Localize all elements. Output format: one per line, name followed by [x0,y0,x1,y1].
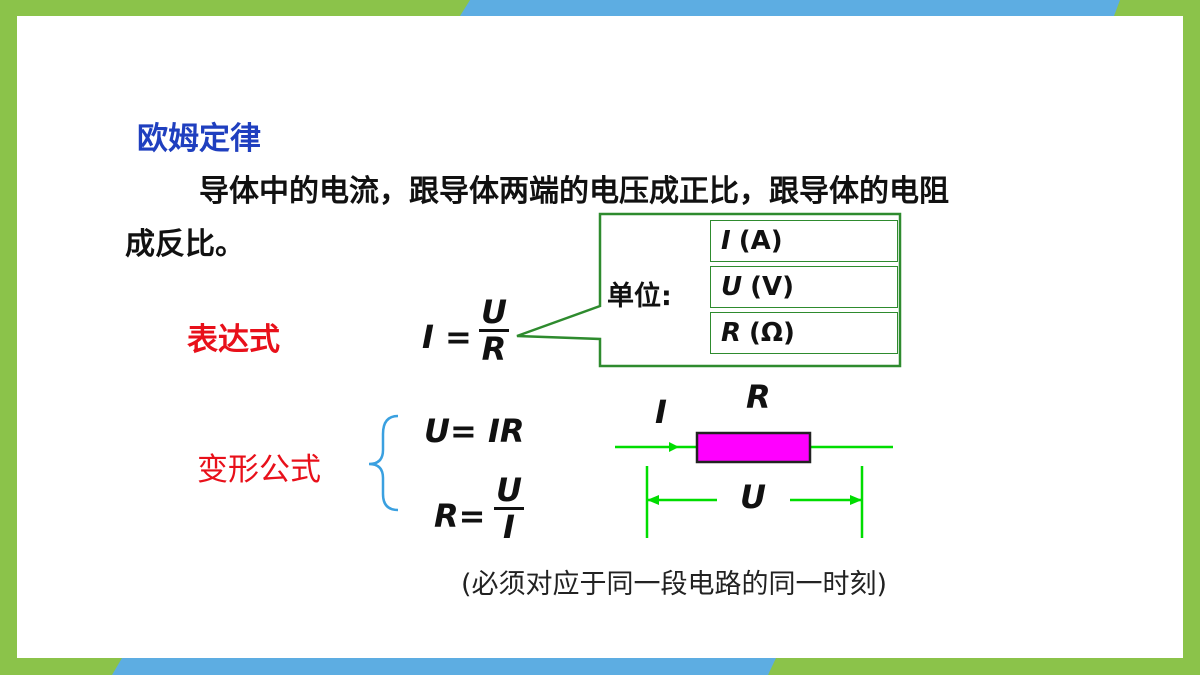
law-statement-line2: 成反比。 [125,227,245,262]
fraction-bar [494,507,524,510]
deformation-label: 变形公式 [197,452,321,488]
units-callout-box [516,212,902,368]
law-statement-line1: 导体中的电流，跟导体两端的电压成正比，跟导体的电阻 [199,174,949,209]
deformation-fraction: U I [494,474,524,543]
formula-numerator: U [481,293,507,331]
deformation-formula-2-lhs: R= [434,497,486,535]
formula-lhs: I = [422,318,472,356]
current-arrow [669,442,679,452]
resistor [695,431,812,464]
usage-note: (必须对应于同一段电路的同一时刻) [461,569,888,600]
slide-canvas: 欧姆定律 导体中的电流，跟导体两端的电压成正比，跟导体的电阻 成反比。 表达式 … [17,16,1183,658]
deformation-numerator: U [496,471,522,509]
unit-row-current: I (A) [710,220,898,262]
slide-title: 欧姆定律 [137,121,261,157]
expression-label: 表达式 [187,322,280,358]
unit-value: (V) [750,272,795,302]
voltage-arrow-right [850,495,862,505]
unit-symbol: R [721,318,742,348]
units-label: 单位: [607,281,672,312]
curly-bracket [368,414,399,512]
formula-denominator: R [481,330,507,368]
unit-symbol: U [721,272,743,302]
top-blue-stripe [460,0,1120,16]
unit-symbol: I [721,226,731,256]
unit-value: (Ω) [749,318,795,348]
voltage-arrow-left [647,495,659,505]
formula-fraction: U R [479,296,509,365]
slide-graphics [368,212,902,538]
circuit-resistor-label: R [746,378,771,416]
deformation-denominator: I [503,508,515,546]
circuit-voltage-label: U [740,478,766,516]
bottom-blue-stripe [112,658,776,675]
circuit-current-label: I [655,393,667,431]
unit-row-resistance: R (Ω) [710,312,898,354]
deformation-formula-1: U= IR [424,412,525,450]
unit-value: (A) [738,226,783,256]
fraction-bar [479,329,509,332]
unit-row-voltage: U (V) [710,266,898,308]
